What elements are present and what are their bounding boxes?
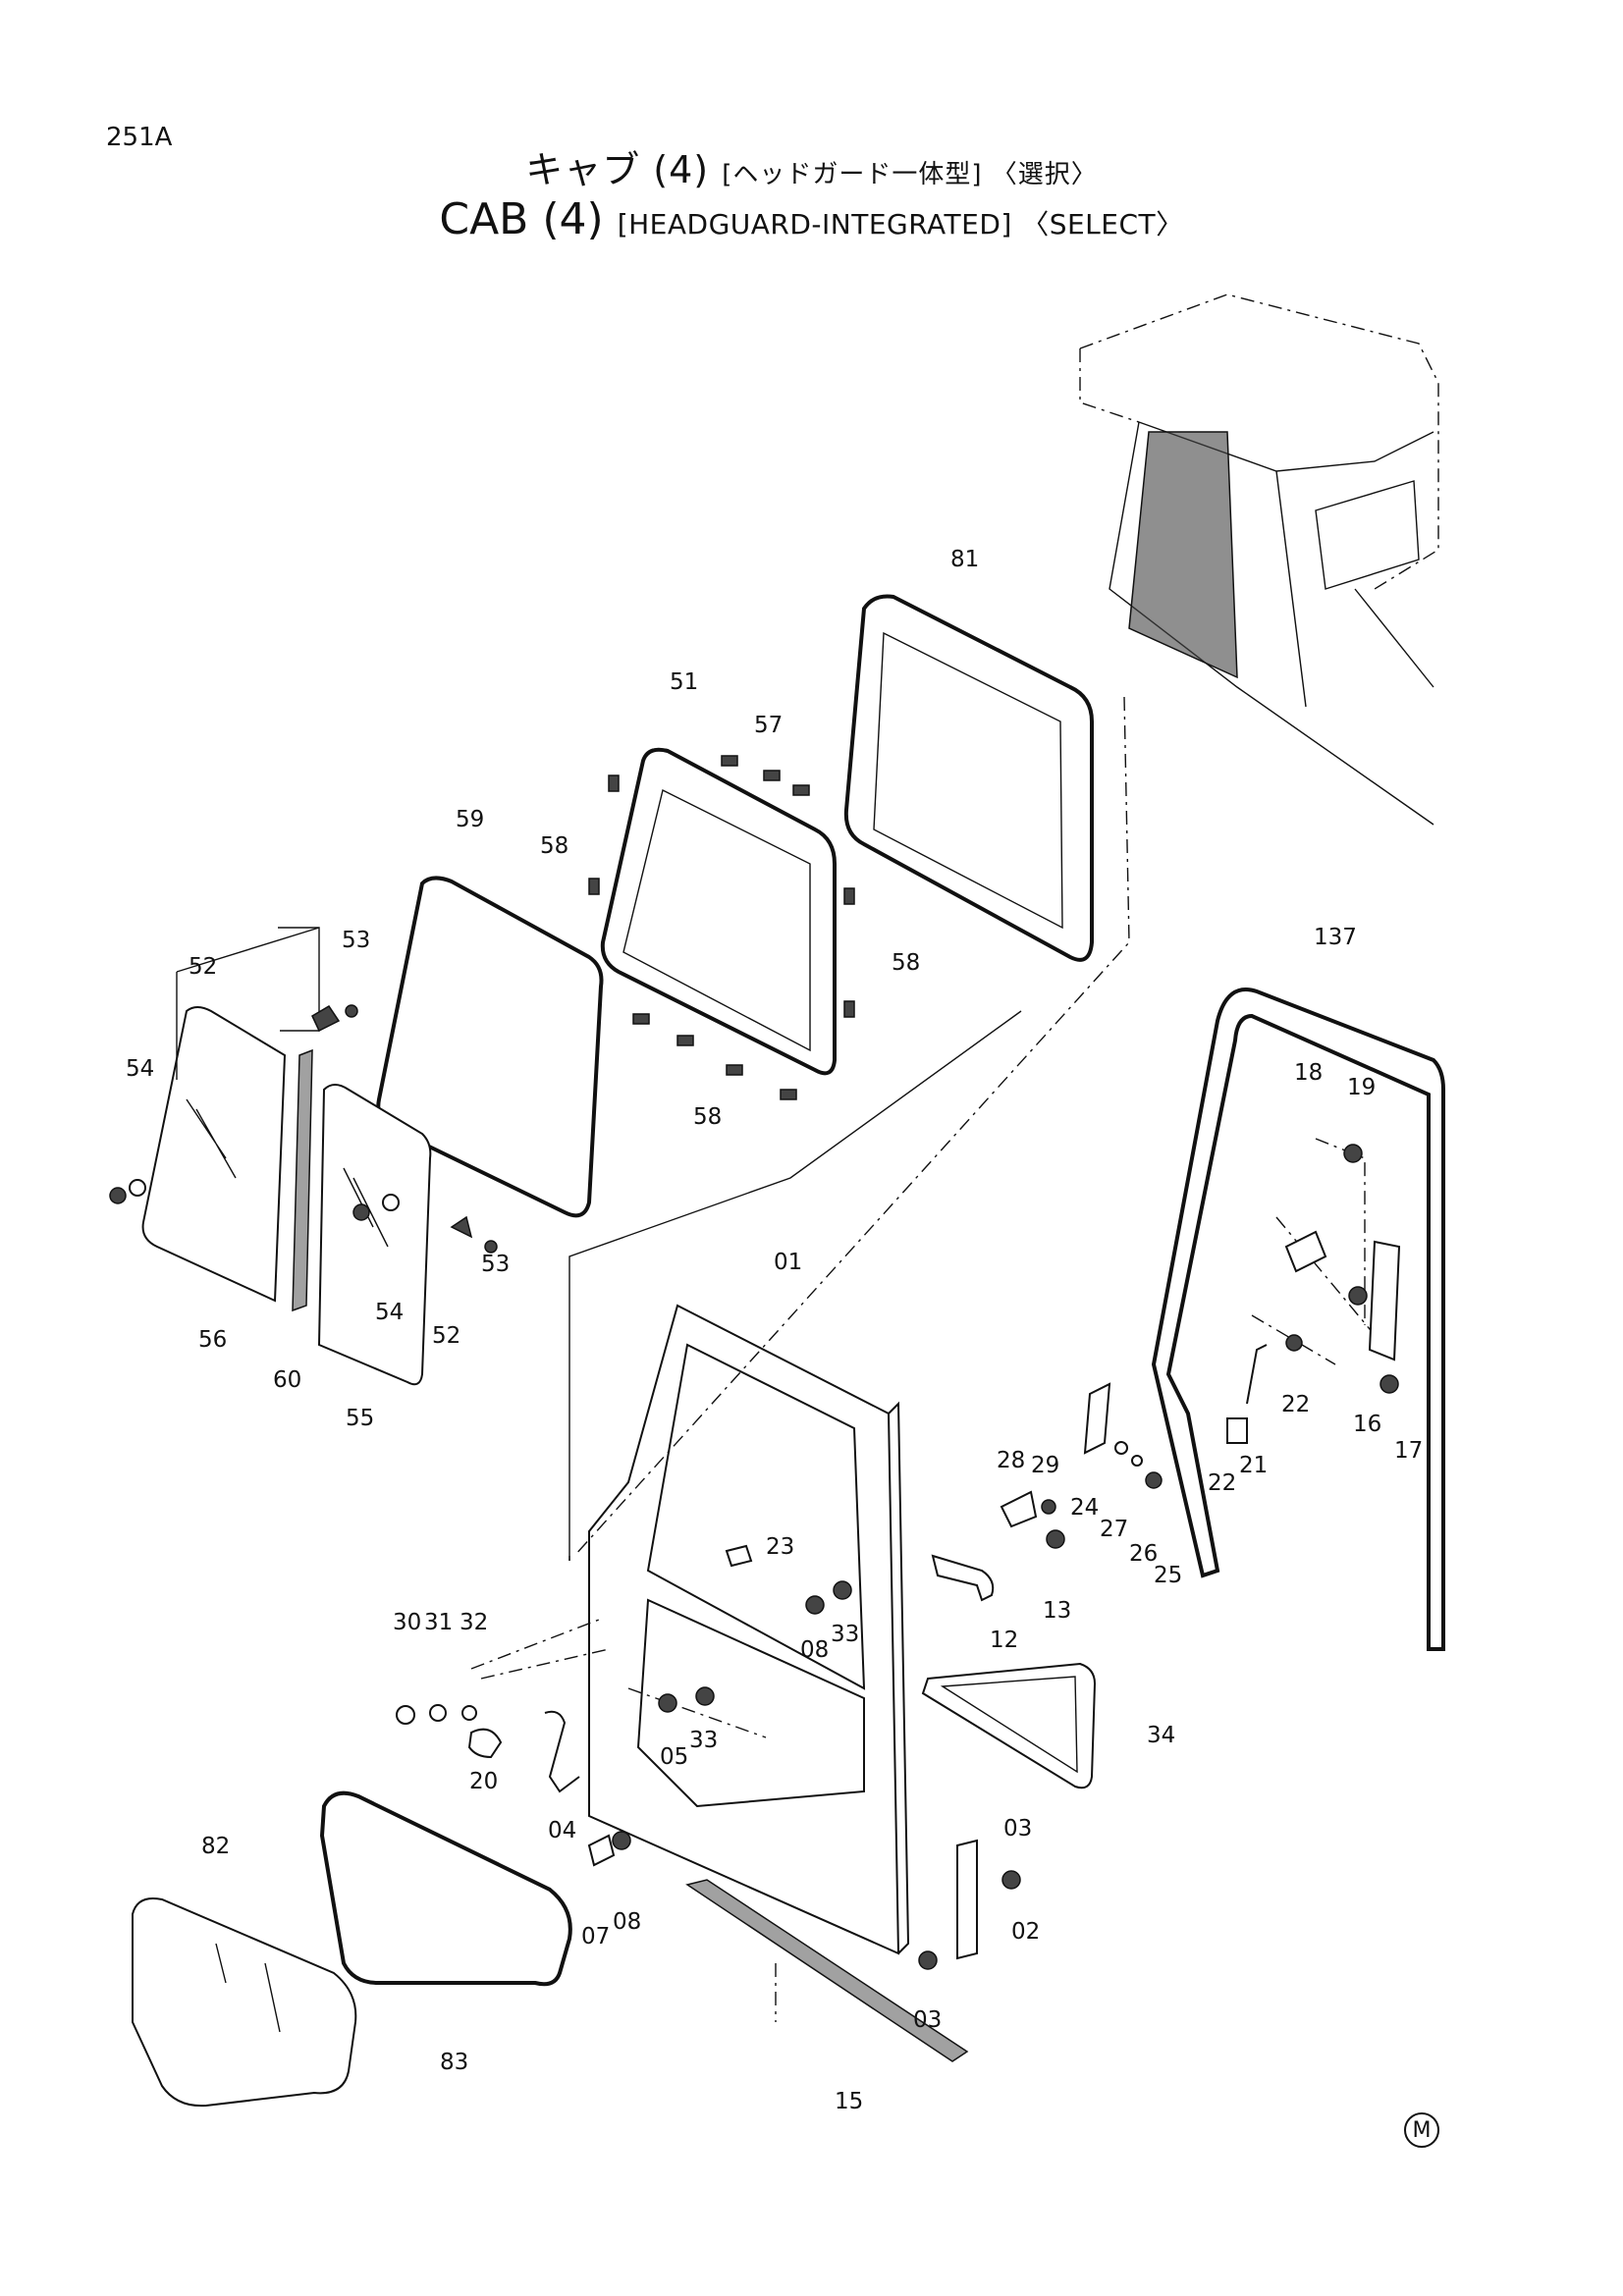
callout-31: 31 xyxy=(424,1610,453,1635)
callout-55: 55 xyxy=(346,1406,374,1431)
callout-12: 12 xyxy=(990,1628,1018,1653)
title-jp-sub: [ヘッドガード一体型] 〈選択〉 xyxy=(722,160,1098,189)
page-number: 251A xyxy=(106,123,173,152)
callout-17: 17 xyxy=(1394,1438,1423,1464)
callout-25: 25 xyxy=(1154,1563,1182,1588)
part-137-door-seal xyxy=(1151,988,1445,1651)
callout-81: 81 xyxy=(950,547,979,572)
callout-20: 20 xyxy=(469,1769,498,1794)
callout-18: 18 xyxy=(1294,1060,1323,1086)
callout-22-right: 22 xyxy=(1281,1392,1310,1417)
callout-27: 27 xyxy=(1100,1517,1128,1542)
cab-overview-illustration xyxy=(1079,294,1439,826)
callout-05: 05 xyxy=(660,1744,688,1770)
part-51-window-frame xyxy=(600,747,837,1076)
callout-82: 82 xyxy=(201,1834,230,1859)
callout-15: 15 xyxy=(835,2089,863,2114)
callout-23: 23 xyxy=(766,1534,794,1560)
callout-58-right: 58 xyxy=(892,950,920,976)
callout-54-right: 54 xyxy=(375,1300,404,1325)
callout-60: 60 xyxy=(273,1367,301,1393)
callout-56: 56 xyxy=(198,1327,227,1353)
title-english: CAB (4) [HEADGUARD-INTEGRATED] 〈SELECT〉 xyxy=(0,194,1623,244)
callout-32: 32 xyxy=(460,1610,488,1635)
callout-03-bottom: 03 xyxy=(913,2007,942,2033)
callout-33-bottom: 33 xyxy=(689,1728,718,1753)
part-60-guide-rail xyxy=(292,1048,313,1312)
callout-30: 30 xyxy=(393,1610,421,1635)
callout-08-top: 08 xyxy=(800,1637,829,1663)
title-jp-main: キャブ (4) xyxy=(525,148,710,191)
corner-mark: M xyxy=(1404,2112,1439,2148)
part-55-glass xyxy=(317,1084,432,1386)
callout-57: 57 xyxy=(754,713,783,738)
callout-08-bottom: 08 xyxy=(613,1909,641,1935)
callout-02: 02 xyxy=(1011,1919,1040,1945)
callout-28: 28 xyxy=(997,1448,1025,1473)
part-82-glass xyxy=(132,1897,357,2108)
callout-07: 07 xyxy=(581,1924,610,1949)
callout-labels: 81 51 57 59 58 58 58 52 53 54 56 60 54 5… xyxy=(126,547,1423,2114)
title-japanese: キャブ (4) [ヘッドガード一体型] 〈選択〉 xyxy=(0,139,1623,193)
callout-04: 04 xyxy=(548,1818,576,1843)
leader-lines xyxy=(176,696,1376,2022)
callout-26: 26 xyxy=(1129,1541,1158,1567)
callout-83: 83 xyxy=(440,2050,468,2075)
part-15-weather-strip xyxy=(685,1879,969,2062)
callout-52-right: 52 xyxy=(432,1323,460,1349)
callout-58-left: 58 xyxy=(540,833,568,859)
callout-33-top: 33 xyxy=(831,1622,859,1647)
callout-13: 13 xyxy=(1043,1598,1071,1624)
callout-22-left: 22 xyxy=(1208,1470,1236,1496)
callout-21: 21 xyxy=(1239,1453,1268,1478)
callout-03-top: 03 xyxy=(1003,1816,1032,1842)
part-34-window xyxy=(921,1662,1097,1789)
title-en-sub: [HEADGUARD-INTEGRATED] 〈SELECT〉 xyxy=(617,208,1184,240)
callout-137: 137 xyxy=(1314,925,1357,950)
callout-58-bottom: 58 xyxy=(693,1104,722,1130)
callout-54-left: 54 xyxy=(126,1056,154,1082)
callout-52-top: 52 xyxy=(189,954,217,980)
callout-24: 24 xyxy=(1070,1495,1099,1521)
callout-16: 16 xyxy=(1353,1412,1381,1437)
callout-29: 29 xyxy=(1031,1453,1059,1478)
part-56-glass xyxy=(141,1006,287,1303)
callout-34: 34 xyxy=(1147,1723,1175,1748)
callout-53-right: 53 xyxy=(481,1252,510,1277)
callout-51: 51 xyxy=(670,669,698,695)
title-en-main: CAB (4) xyxy=(439,194,604,244)
part-83-seal xyxy=(319,1790,572,1987)
part-01-door-frame xyxy=(588,1304,910,1955)
callout-19: 19 xyxy=(1347,1075,1376,1100)
callout-59: 59 xyxy=(456,807,484,832)
small-hardware xyxy=(109,755,1401,1970)
part-81-window-seal xyxy=(843,594,1094,962)
callout-53-top: 53 xyxy=(342,928,370,953)
callout-01: 01 xyxy=(774,1250,802,1275)
